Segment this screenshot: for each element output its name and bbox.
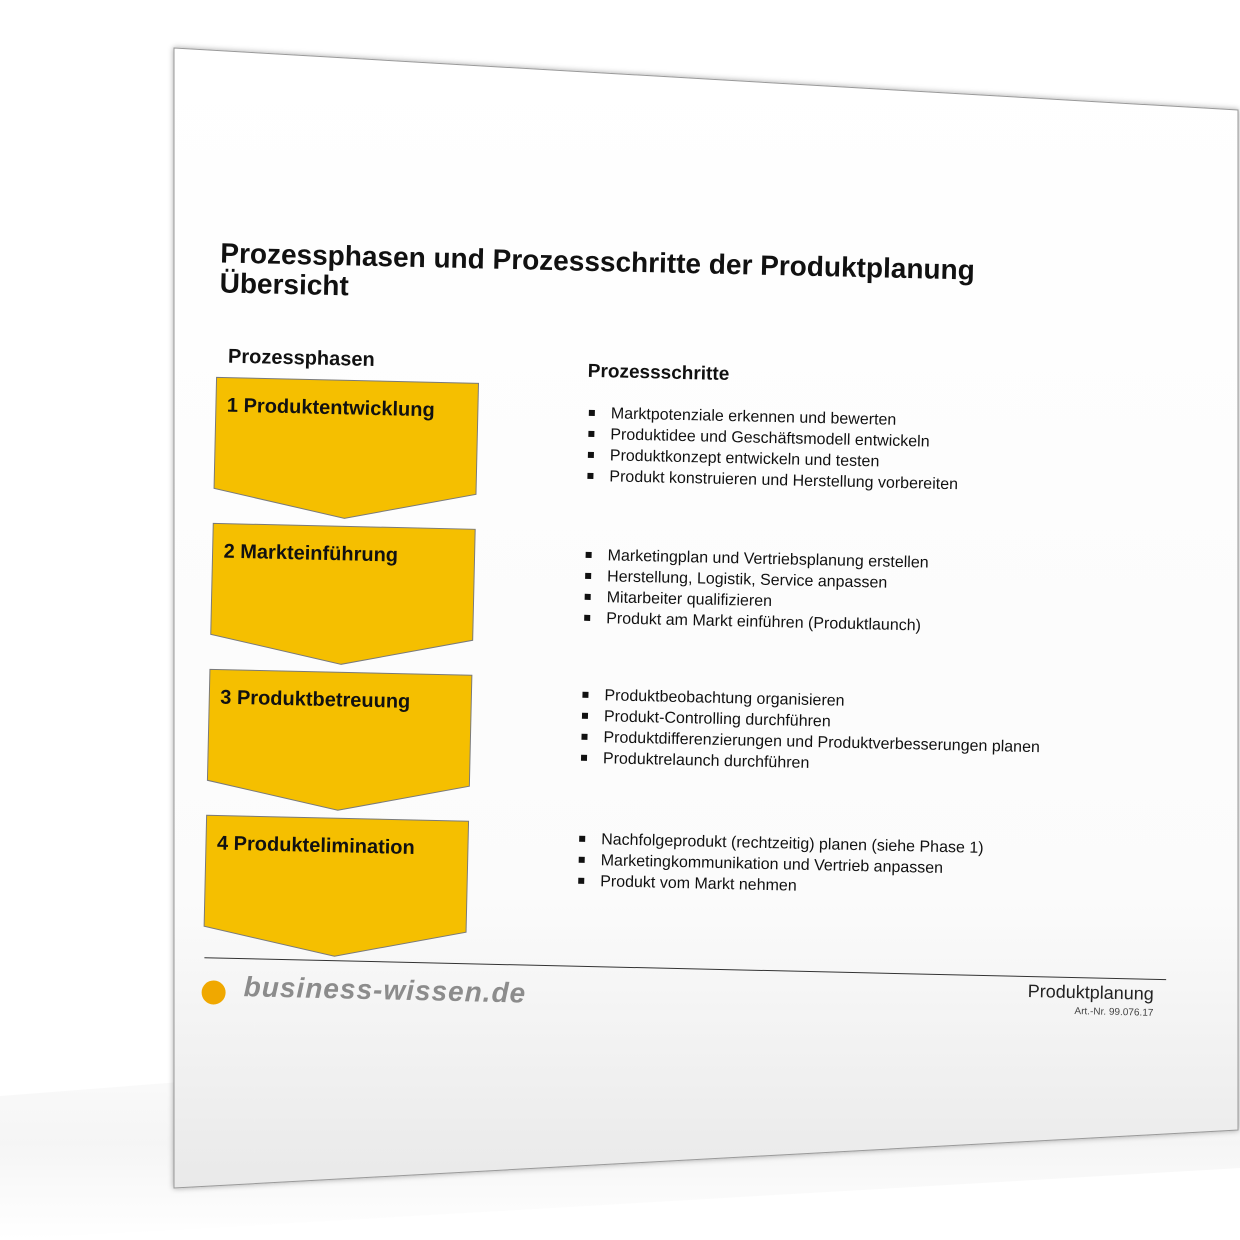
phase-label: 1 Produktentwicklung — [226, 394, 435, 422]
bullet-icon — [578, 877, 585, 884]
bullet-icon — [581, 712, 589, 719]
bullet-icon — [584, 593, 591, 600]
document-title: Prozessphasen und Prozessschritte der Pr… — [219, 237, 1040, 317]
column-heading-phases: Prozessphasen — [227, 345, 375, 371]
phase-arrow-3: 3 Produktbetreuung — [206, 668, 473, 814]
footer-article-number: Art.-Nr. 99.076.17 — [1074, 1006, 1154, 1019]
brand-dot-icon — [201, 980, 226, 1005]
bullet-icon — [585, 551, 592, 558]
bullet-icon — [588, 430, 595, 437]
footer-document-name: Produktplanung — [1027, 980, 1155, 1004]
bullet-icon — [580, 754, 588, 761]
phase-label: 3 Produktbetreuung — [220, 686, 411, 713]
bullet-icon — [588, 409, 595, 416]
bullet-icon — [582, 691, 589, 698]
phase-label: 4 Produktelimination — [216, 832, 416, 860]
step-list-phase-2: Marketingplan und Vertriebsplanung erste… — [580, 545, 929, 637]
phase-arrow-4: 4 Produktelimination — [202, 814, 470, 960]
bullet-icon — [585, 572, 592, 579]
phase-arrow-1: 1 Produktentwicklung — [212, 376, 480, 522]
brand-logo-text: business-wissen.de — [243, 971, 527, 1009]
bullet-icon — [581, 733, 588, 740]
step-list-phase-4: Nachfolgeprodukt (rechtzeitig) planen (s… — [574, 829, 984, 901]
phase-label: 2 Markteinführung — [223, 540, 399, 567]
bullet-icon — [584, 614, 591, 621]
step-list-phase-3: Produktbeobachtung organisieren Produkt-… — [577, 685, 1041, 779]
step-list-phase-1: Marktpotenziale erkennen und bewerten Pr… — [583, 403, 959, 495]
bullet-icon — [578, 856, 585, 863]
chevron-arrow-icon — [210, 522, 476, 665]
bullet-icon — [587, 451, 594, 458]
bullet-icon — [587, 472, 594, 479]
chevron-arrow-icon — [203, 814, 470, 957]
bullet-icon — [579, 835, 586, 842]
chevron-arrow-icon — [213, 376, 480, 519]
chevron-arrow-icon — [206, 668, 473, 811]
phase-arrow-2: 2 Markteinführung — [209, 522, 476, 668]
column-heading-steps: Prozessschritte — [587, 360, 730, 386]
